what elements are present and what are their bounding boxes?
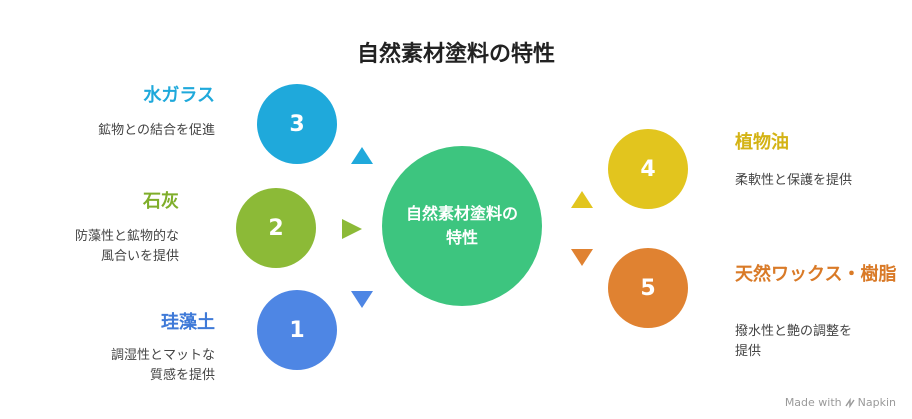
item-desc-line: 提供	[735, 344, 762, 359]
item-desc-water-glass: 鉱物との結合を促進	[98, 121, 215, 141]
number-circle-2: 2	[236, 188, 316, 268]
item-title-lime: 石灰	[143, 191, 179, 212]
napkin-brand-text: Napkin	[857, 396, 896, 409]
item-desc-plant-oil: 柔軟性と保護を提供	[735, 171, 852, 191]
arrow-right-icon	[342, 219, 362, 239]
arrow-up-icon	[571, 191, 593, 208]
item-desc-line: 風合いを提供	[100, 249, 179, 264]
item-desc-natural-wax-resin: 撥水性と艶の調整を 提供	[735, 322, 852, 362]
item-title-natural-wax-resin: 天然ワックス・樹脂	[735, 264, 897, 285]
number-label: 5	[640, 275, 656, 301]
number-circle-3: 3	[257, 84, 337, 164]
item-desc-diatomaceous-earth: 調湿性とマットな 質感を提供	[111, 346, 215, 386]
item-desc-line: 調湿性とマットな	[110, 348, 215, 363]
item-desc-line: 撥水性と艶の調整を	[735, 324, 853, 339]
item-desc-line: 鉱物との結合を促進	[98, 123, 215, 138]
item-desc-line: 柔軟性と保護を提供	[735, 173, 853, 188]
center-label: 自然素材塗料の 特性	[387, 202, 537, 250]
item-desc-line: 質感を提供	[149, 368, 215, 383]
item-title-water-glass: 水ガラス	[143, 85, 215, 106]
number-label: 1	[289, 317, 305, 343]
napkin-logo-icon	[845, 397, 855, 408]
number-circle-4: 4	[608, 129, 688, 209]
number-label: 4	[640, 156, 656, 182]
arrow-down-icon	[351, 291, 373, 308]
arrow-down-icon	[571, 249, 593, 266]
number-label: 2	[268, 215, 284, 241]
center-label-line1: 自然素材塗料の	[405, 204, 518, 223]
item-title-plant-oil: 植物油	[735, 132, 789, 153]
item-desc-lime: 防藻性と鉱物的な 風合いを提供	[75, 227, 179, 267]
number-label: 3	[289, 111, 305, 137]
arrow-up-icon	[351, 147, 373, 164]
center-circle: 自然素材塗料の 特性	[382, 146, 542, 306]
item-title-diatomaceous-earth: 珪藻土	[161, 312, 215, 333]
number-circle-1: 1	[257, 290, 337, 370]
item-desc-line: 防藻性と鉱物的な	[74, 229, 179, 244]
number-circle-5: 5	[608, 248, 688, 328]
diagram-title: 自然素材塗料の特性	[356, 42, 555, 67]
made-with-text: Made with	[784, 396, 842, 409]
footer-watermark: Made with Napkin	[785, 396, 896, 409]
center-label-line2: 特性	[445, 228, 478, 247]
